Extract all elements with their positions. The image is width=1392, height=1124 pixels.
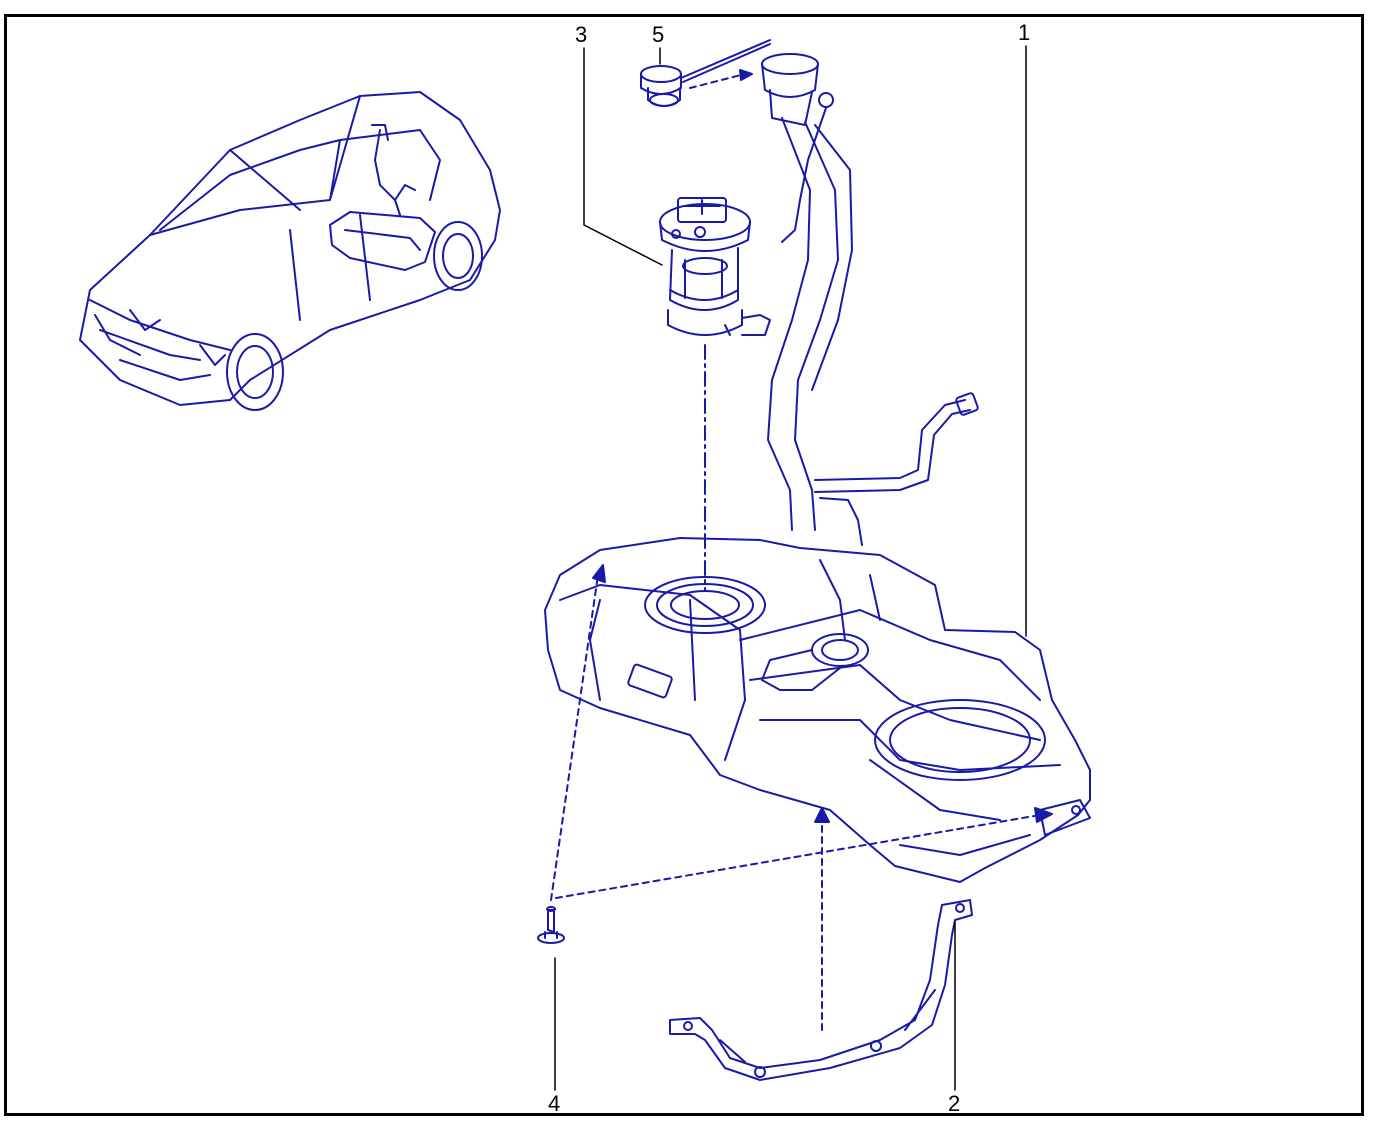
tank-strap-part-2 [669,899,973,1081]
fuel-tank-part-1 [544,53,1091,883]
leader-lines [554,45,1027,1091]
callout-3: 3 [575,22,588,47]
callout-5: 5 [652,22,665,47]
assembly-lines [550,574,1041,1031]
fuel-cap-part-5 [640,39,771,107]
fuel-pump-part-3 [659,197,771,336]
callout-1: 1 [1018,20,1031,45]
callout-4: 4 [548,1091,561,1116]
vehicle-inset [79,91,501,411]
bolt-part-4 [537,906,565,944]
callout-2: 2 [948,1091,961,1116]
